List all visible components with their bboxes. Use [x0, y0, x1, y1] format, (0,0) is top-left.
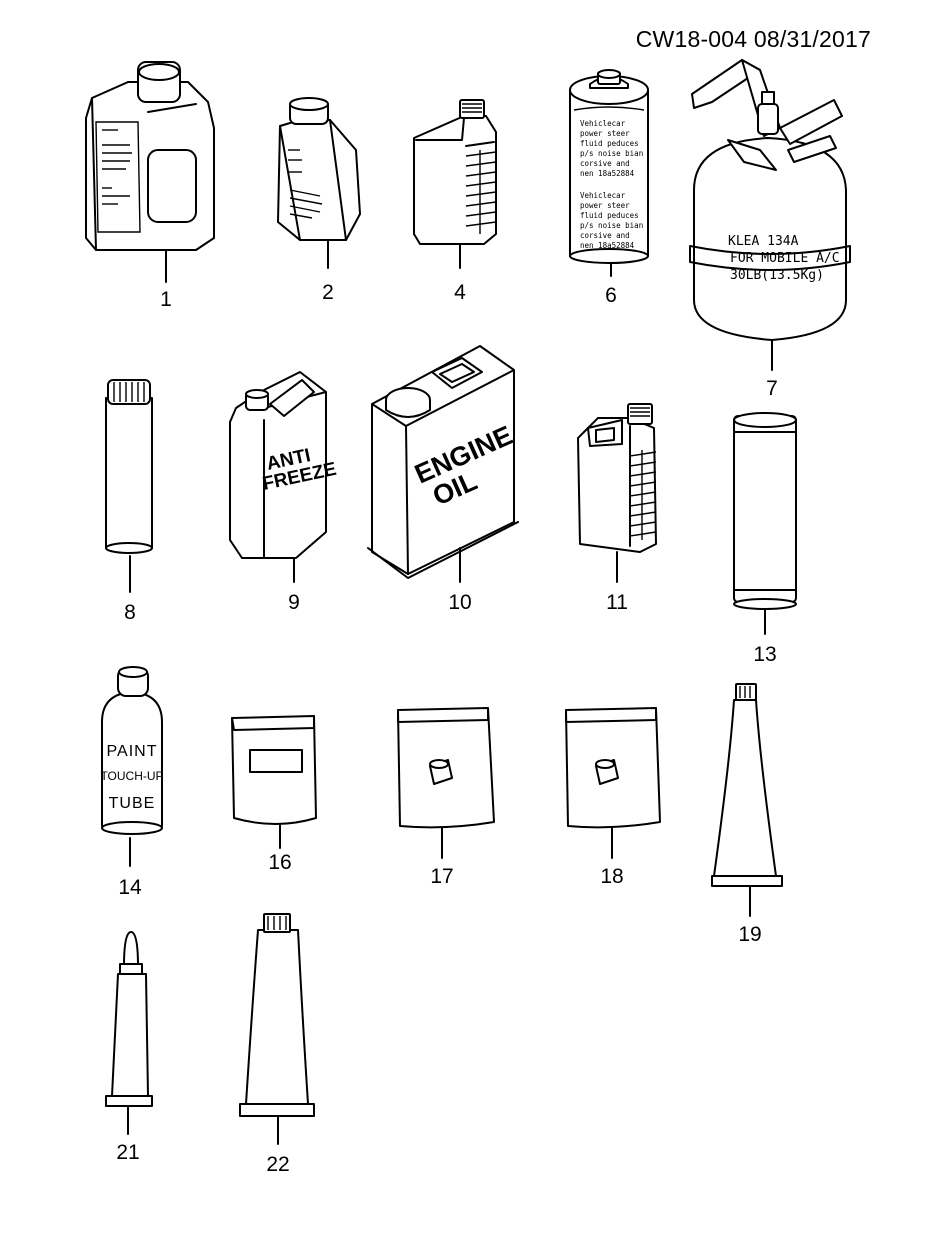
engine-oil-can-item-10: ENGINE OIL — [367, 345, 519, 583]
can-6-label-line-9: fluid peduces — [580, 211, 639, 220]
callout-11: 11 — [606, 591, 628, 614]
bottle-14-label-tube: TUBE — [109, 795, 156, 812]
callout-16: 16 — [268, 851, 291, 874]
oil-bottle-item-1 — [85, 61, 215, 283]
callout-18: 18 — [600, 865, 623, 888]
bottle-2-label-text — [288, 149, 323, 219]
callout-8: 8 — [124, 601, 136, 624]
callout-2: 2 — [322, 281, 334, 304]
callout-14: 14 — [118, 876, 142, 899]
can-6-label-line-11: corsive and — [580, 231, 630, 240]
paint-bottle-item-14: PAINT TOUCH-UP TUBE — [100, 666, 164, 867]
callout-1: 1 — [160, 288, 172, 311]
can-6-label-line-1: Vehiclecar — [580, 119, 626, 128]
tall-bottle-item-8 — [105, 379, 153, 593]
can-6-label-line-8: power steer — [580, 201, 630, 210]
tank-7-label-line-3: 30LB(13.5Kg) — [730, 268, 824, 283]
sachet-item-18 — [565, 707, 661, 859]
callout-10: 10 — [448, 591, 471, 614]
large-tube-item-22 — [239, 913, 315, 1145]
nozzle-tube-item-21 — [105, 931, 153, 1135]
callout-21: 21 — [116, 1141, 139, 1164]
callout-17: 17 — [430, 865, 453, 888]
bottle-14-label-paint: PAINT — [107, 743, 158, 760]
tank-7-label-line-2: FOR MOBILE A/C — [730, 251, 840, 266]
callout-6: 6 — [605, 284, 617, 307]
can-6-label-line-12: nen 18a52884 — [580, 241, 635, 250]
page-code-date: CW18-004 08/31/2017 — [635, 26, 871, 52]
jug-11-grip-ridges — [629, 450, 657, 540]
callout-7: 7 — [766, 377, 778, 400]
bottle-14-label-touchup: TOUCH-UP — [100, 769, 163, 783]
callout-22: 22 — [266, 1153, 289, 1176]
can-6-label-line-3: fluid peduces — [580, 139, 639, 148]
fluid-can-item-6: Vehiclecar power steer fluid peduces p/s… — [569, 69, 649, 277]
can-6-label-line-2: power steer — [580, 129, 630, 138]
jug-4-grip-ridges — [465, 150, 497, 234]
pouch-item-16 — [231, 715, 317, 849]
tank-7-label-line-1: KLEA 134A — [728, 234, 799, 249]
callout-4: 4 — [454, 281, 466, 304]
can-6-label-line-6: nen 18a52884 — [580, 169, 635, 178]
callout-19: 19 — [738, 923, 761, 946]
oil-jug-item-11 — [577, 403, 657, 583]
refrigerant-tank-item-7: KLEA 134A FOR MOBILE A/C 30LB(13.5Kg) — [689, 59, 851, 371]
can-6-label-line-4: p/s noise bian — [580, 149, 643, 158]
tube-item-19 — [711, 683, 783, 917]
cartridge-tube-item-13 — [733, 412, 797, 635]
can-6-label-line-10: p/s noise bian — [580, 221, 643, 230]
callout-9: 9 — [288, 591, 300, 614]
oil-jug-item-4 — [413, 99, 497, 269]
oil-bottle-item-2 — [277, 97, 361, 269]
can-6-label-line-7: Vehiclecar — [580, 191, 626, 200]
callout-13: 13 — [753, 643, 776, 666]
can-6-label-line-5: corsive and — [580, 159, 630, 168]
bottle-1-label-text — [102, 129, 132, 205]
sachet-item-17 — [397, 707, 495, 859]
antifreeze-jug-item-9: ANTI FREEZE — [229, 371, 338, 583]
